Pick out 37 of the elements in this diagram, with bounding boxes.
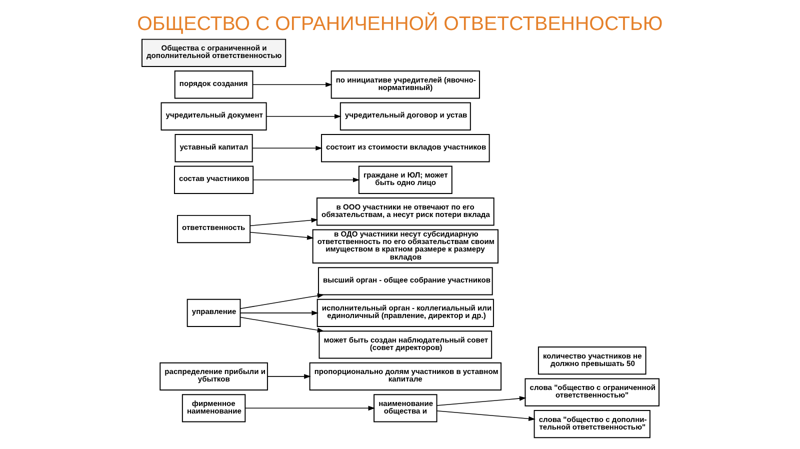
node-box: высший орган - общее собрание участников — [318, 267, 492, 296]
node-box: исполнительный орган - коллегиальный или единоличный (правление, директор и др.) — [316, 298, 494, 328]
arrow — [249, 232, 314, 240]
node-box: пропорционально долям участников в уставном капитале — [308, 362, 502, 391]
node-box: фирменное наименование — [181, 394, 246, 422]
node-box: состав участников — [174, 166, 254, 194]
node-box: граждане и ЮЛ; может быть одно лицо — [358, 166, 452, 194]
arrow — [240, 293, 324, 309]
arrow — [240, 316, 324, 332]
arrow — [252, 178, 360, 182]
node-box: слова "общество с дополни- тельной ответственностью" — [533, 410, 650, 438]
node-box: ответственность — [176, 214, 250, 244]
arrow — [244, 406, 375, 411]
node-box: в ОДО участники несут субсидиарную ответственность по его обязательствам своим имуществом в кратном размере к размеру вкладов — [312, 229, 498, 264]
node-box: может быть создан наблюдательный совет (совет директоров) — [318, 330, 492, 359]
node-box: порядок создания — [174, 70, 253, 99]
node-box: слова "общество с ограниченной ответственностью" — [524, 378, 659, 406]
arrow — [266, 374, 310, 379]
node-box: учредительный документ — [160, 102, 266, 130]
node-box: состоит из стоимости вкладов участников — [320, 134, 490, 162]
arrow — [252, 146, 322, 151]
arrow — [266, 114, 341, 119]
arrow — [436, 396, 526, 406]
node-box: Общества с ограниченной и дополнительной ответственностью — [141, 38, 286, 68]
arrow — [249, 218, 318, 226]
arrow — [436, 410, 535, 422]
node-box: по инициативе учредителей (явочно-нормативный) — [330, 70, 480, 99]
node-box: уставный капитал — [174, 134, 252, 162]
node-box: учредительный договор и устав — [339, 102, 470, 130]
node-box: количество участников не должно превышать 50 — [537, 346, 646, 375]
arrow — [252, 82, 332, 88]
node-box: в ООО участники не отвечают по его обязательствам, а несут риск потери вклада — [316, 198, 494, 226]
node-box: управление — [186, 298, 240, 328]
arrow — [240, 310, 318, 316]
node-box: распределение прибыли и убытков — [159, 362, 268, 391]
diagram-title: ОБЩЕСТВО С ОГРАНИЧЕННОЙ ОТВЕТСТВЕННОСТЬЮ — [136, 13, 662, 36]
node-box: наименование общества и — [373, 394, 437, 422]
